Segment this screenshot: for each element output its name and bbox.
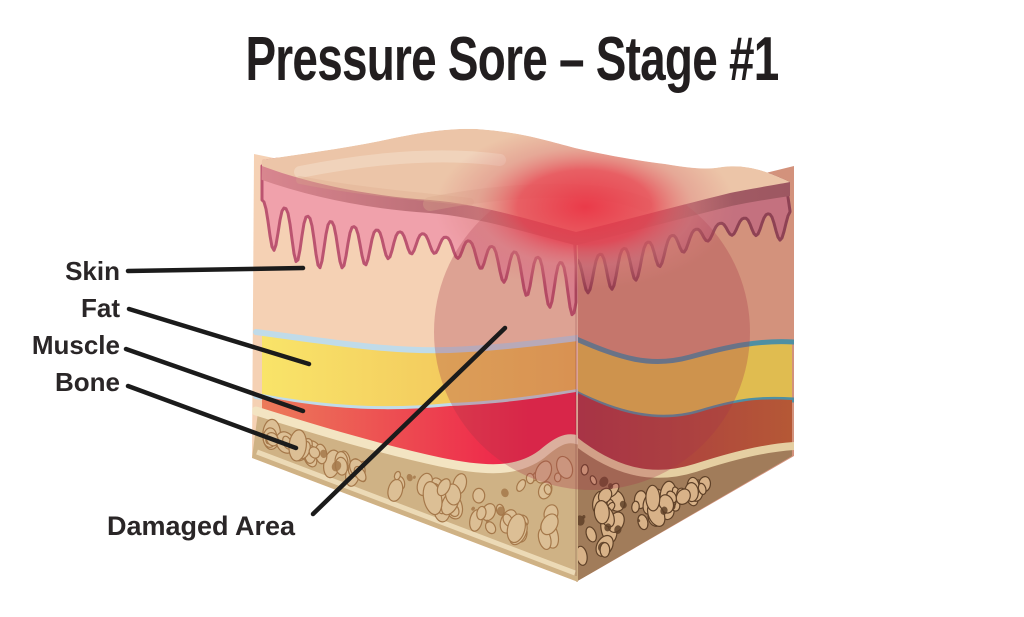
bone-cream-edge-front xyxy=(252,406,578,474)
pointer-line-muscle xyxy=(123,346,306,414)
label-muscle: Muscle xyxy=(31,330,120,360)
pointer-lines xyxy=(123,265,508,517)
muscle-layer-front xyxy=(262,392,576,469)
fat-boundary-top-right xyxy=(576,335,794,364)
pointer-line-skin xyxy=(125,265,306,274)
label-bone: Bone xyxy=(55,367,120,397)
right-face xyxy=(576,166,794,582)
pointer-line-damaged-area xyxy=(310,325,508,517)
bone-layer-right xyxy=(576,440,792,582)
pointer-line-fat xyxy=(126,306,312,367)
pressure-sore-red-glow xyxy=(435,128,735,290)
block-bottom-edge-highlight xyxy=(256,449,576,576)
label-fat: Fat xyxy=(81,293,120,323)
fat-layer-front xyxy=(262,332,576,410)
pointer-line-bone xyxy=(125,383,299,451)
fat-layer-right xyxy=(576,338,792,418)
bone-cream-edge-right xyxy=(576,436,794,478)
label-skin: Skin xyxy=(65,256,120,286)
fat-boundary-top-front xyxy=(253,329,578,354)
label-damaged-area: Damaged Area xyxy=(107,511,296,541)
page-title: Pressure Sore – Stage #1 xyxy=(245,25,779,94)
spongy-bone-texture-right xyxy=(576,464,712,566)
